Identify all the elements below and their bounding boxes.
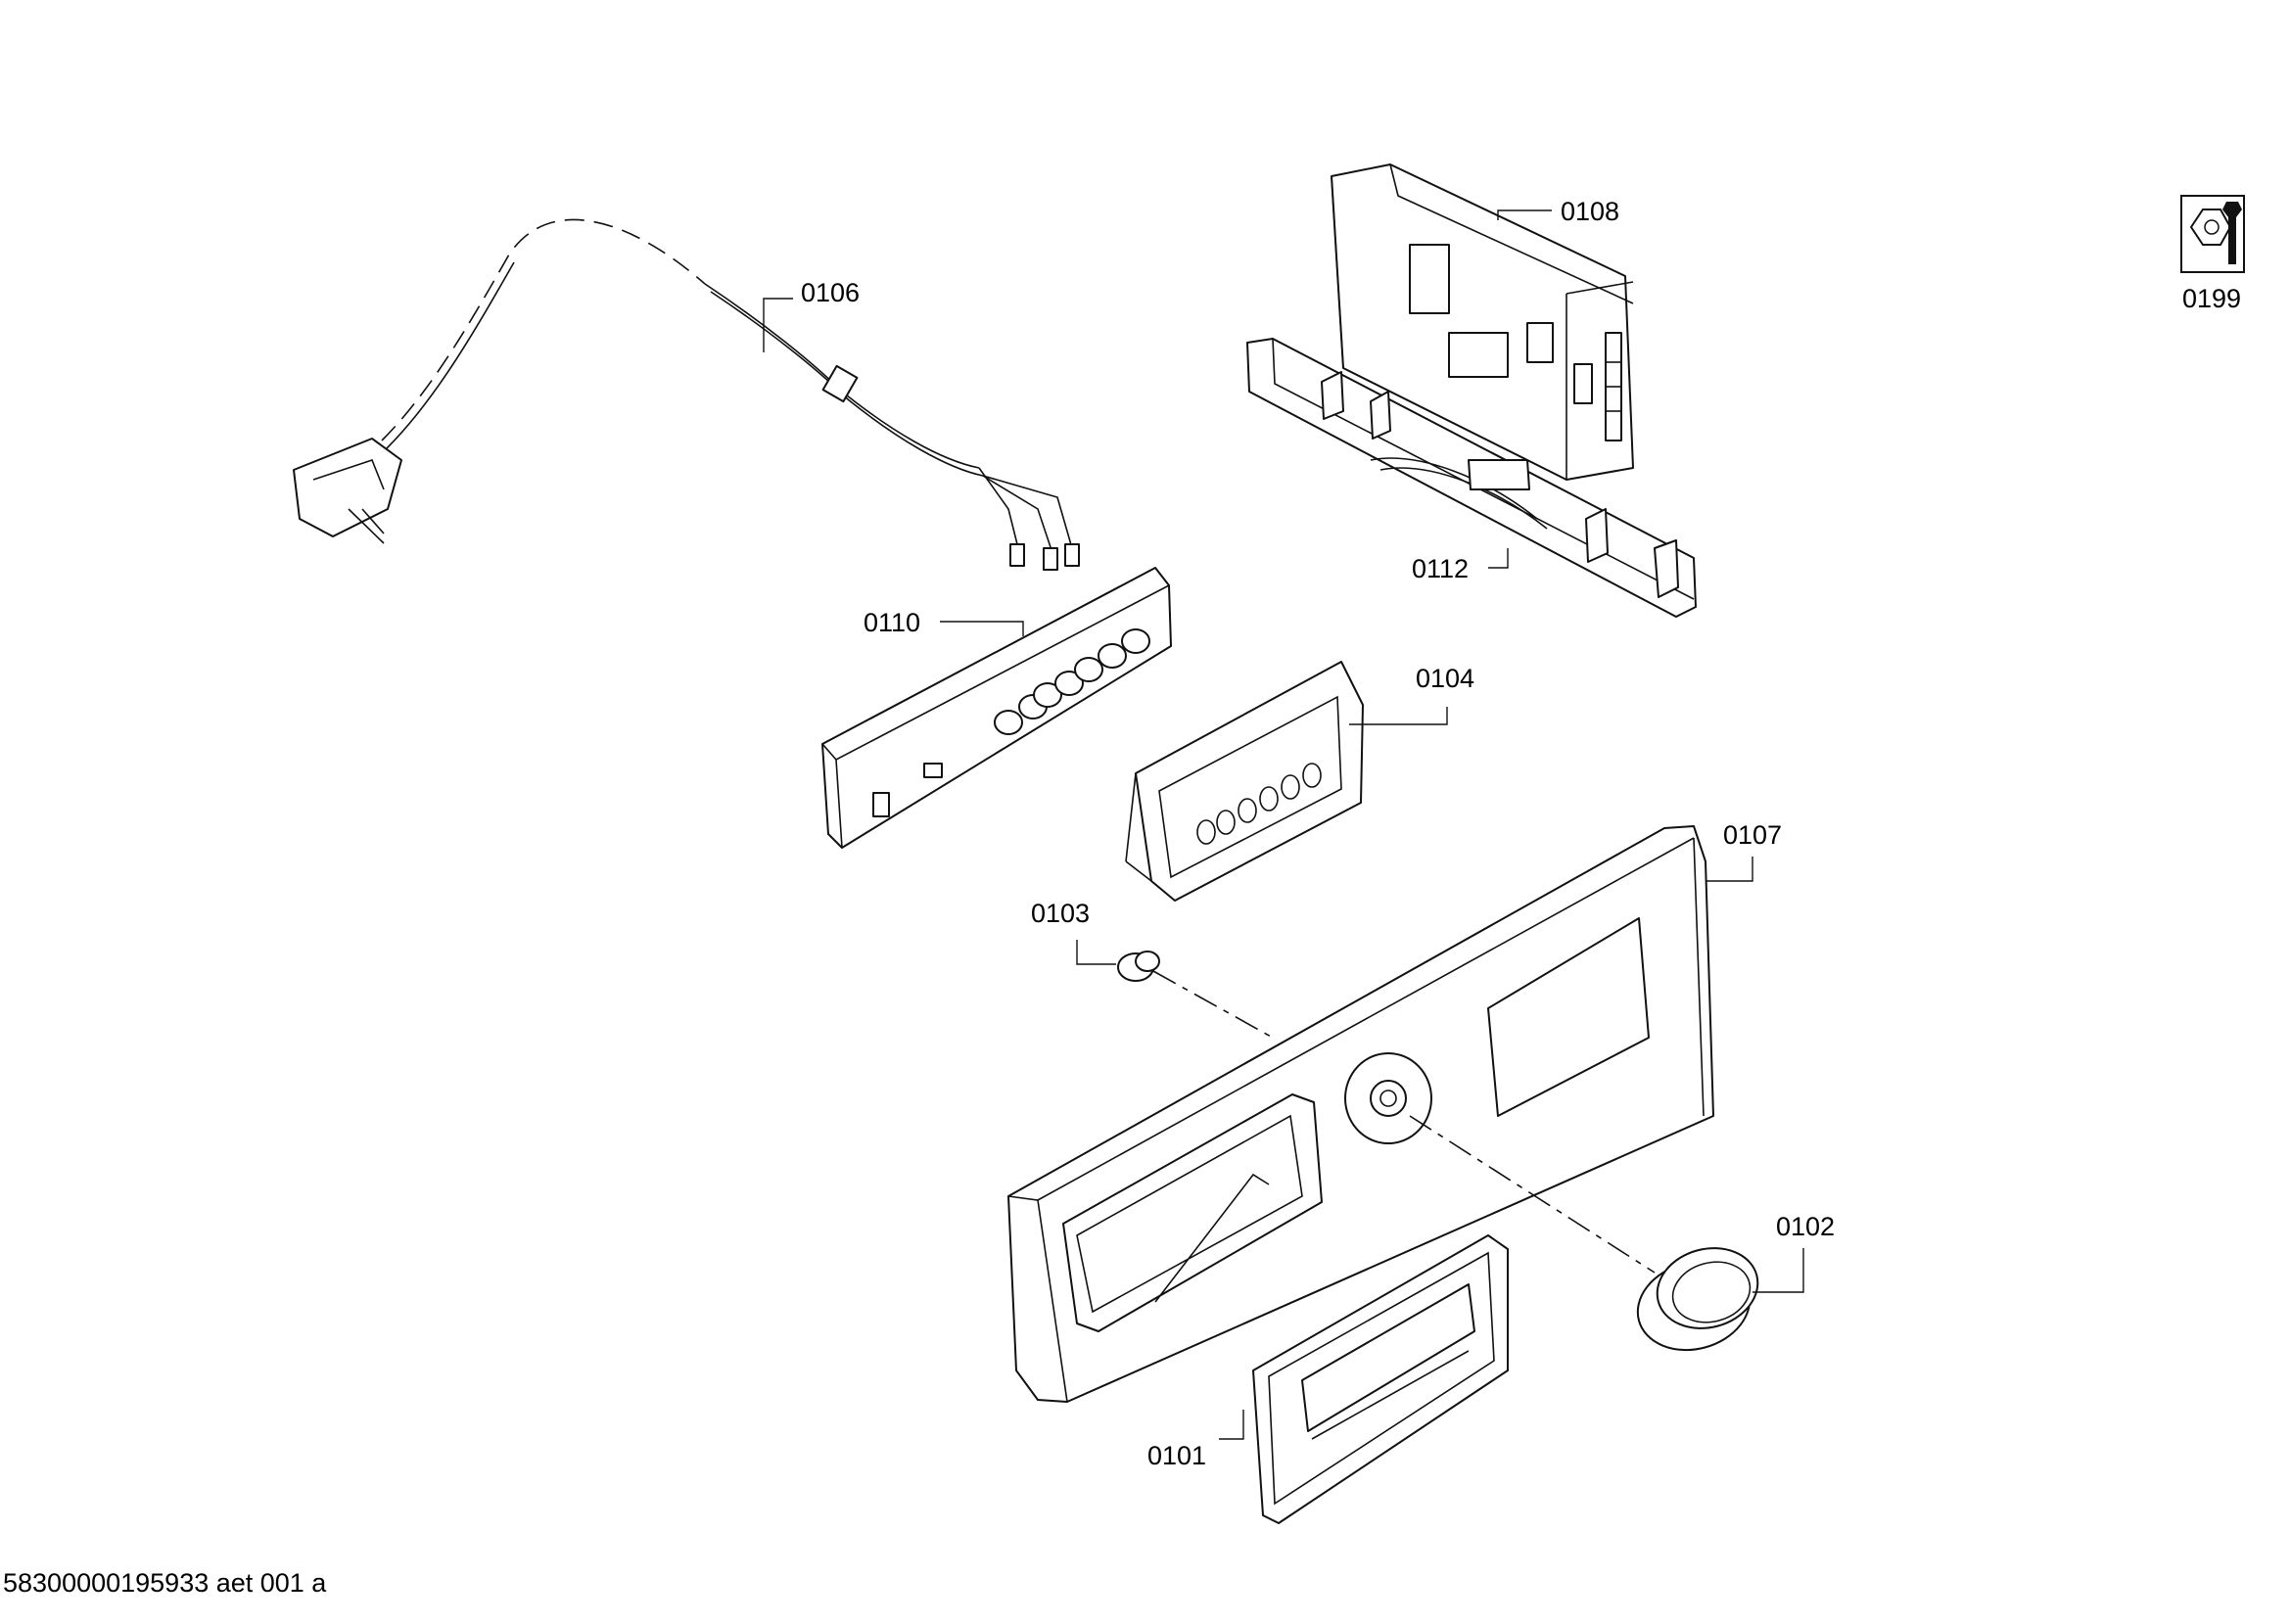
button-drawing[interactable] [1117, 951, 1160, 982]
power-module-drawing[interactable] [1331, 163, 1634, 481]
indicator-cover-drawing[interactable] [1125, 661, 1364, 902]
label-0106: 0106 [801, 278, 860, 307]
module-holder-drawing[interactable] [1246, 338, 1697, 618]
label-0110: 0110 [864, 608, 920, 637]
label-0199: 0199 [2182, 284, 2241, 313]
drawing-code: 58300000195933 aet 001 a [3, 1568, 327, 1598]
control-module-drawing[interactable] [821, 567, 1172, 849]
leader-0104 [1349, 707, 1448, 725]
wrench-nut-icon[interactable] [2180, 195, 2245, 273]
assembly-line-button [1152, 970, 1274, 1039]
label-0101: 0101 [1147, 1441, 1206, 1470]
leader-0102 [1753, 1248, 1804, 1293]
fascia-panel-drawing[interactable] [1007, 825, 1714, 1403]
label-0103: 0103 [1031, 899, 1090, 928]
leader-0112 [1488, 548, 1509, 569]
handle-drawing[interactable] [1252, 1234, 1509, 1524]
power-cord-drawing[interactable] [293, 218, 1080, 571]
indicator-cover-lenses [1196, 763, 1322, 845]
leader-0110 [940, 621, 1024, 636]
label-0112: 0112 [1412, 554, 1469, 583]
leader-0103 [1076, 940, 1116, 965]
leader-0107 [1706, 857, 1753, 882]
leader-0108 [1497, 209, 1552, 220]
pcb-knobs [994, 628, 1150, 735]
label-0104: 0104 [1416, 664, 1474, 693]
knob-drawing[interactable] [1628, 1237, 1767, 1363]
leader-0101 [1219, 1410, 1244, 1440]
assembly-line-knob [1409, 1115, 1656, 1274]
leader-0106 [763, 298, 793, 352]
label-0108: 0108 [1561, 197, 1619, 226]
label-0107: 0107 [1723, 820, 1782, 850]
label-0102: 0102 [1776, 1212, 1835, 1241]
